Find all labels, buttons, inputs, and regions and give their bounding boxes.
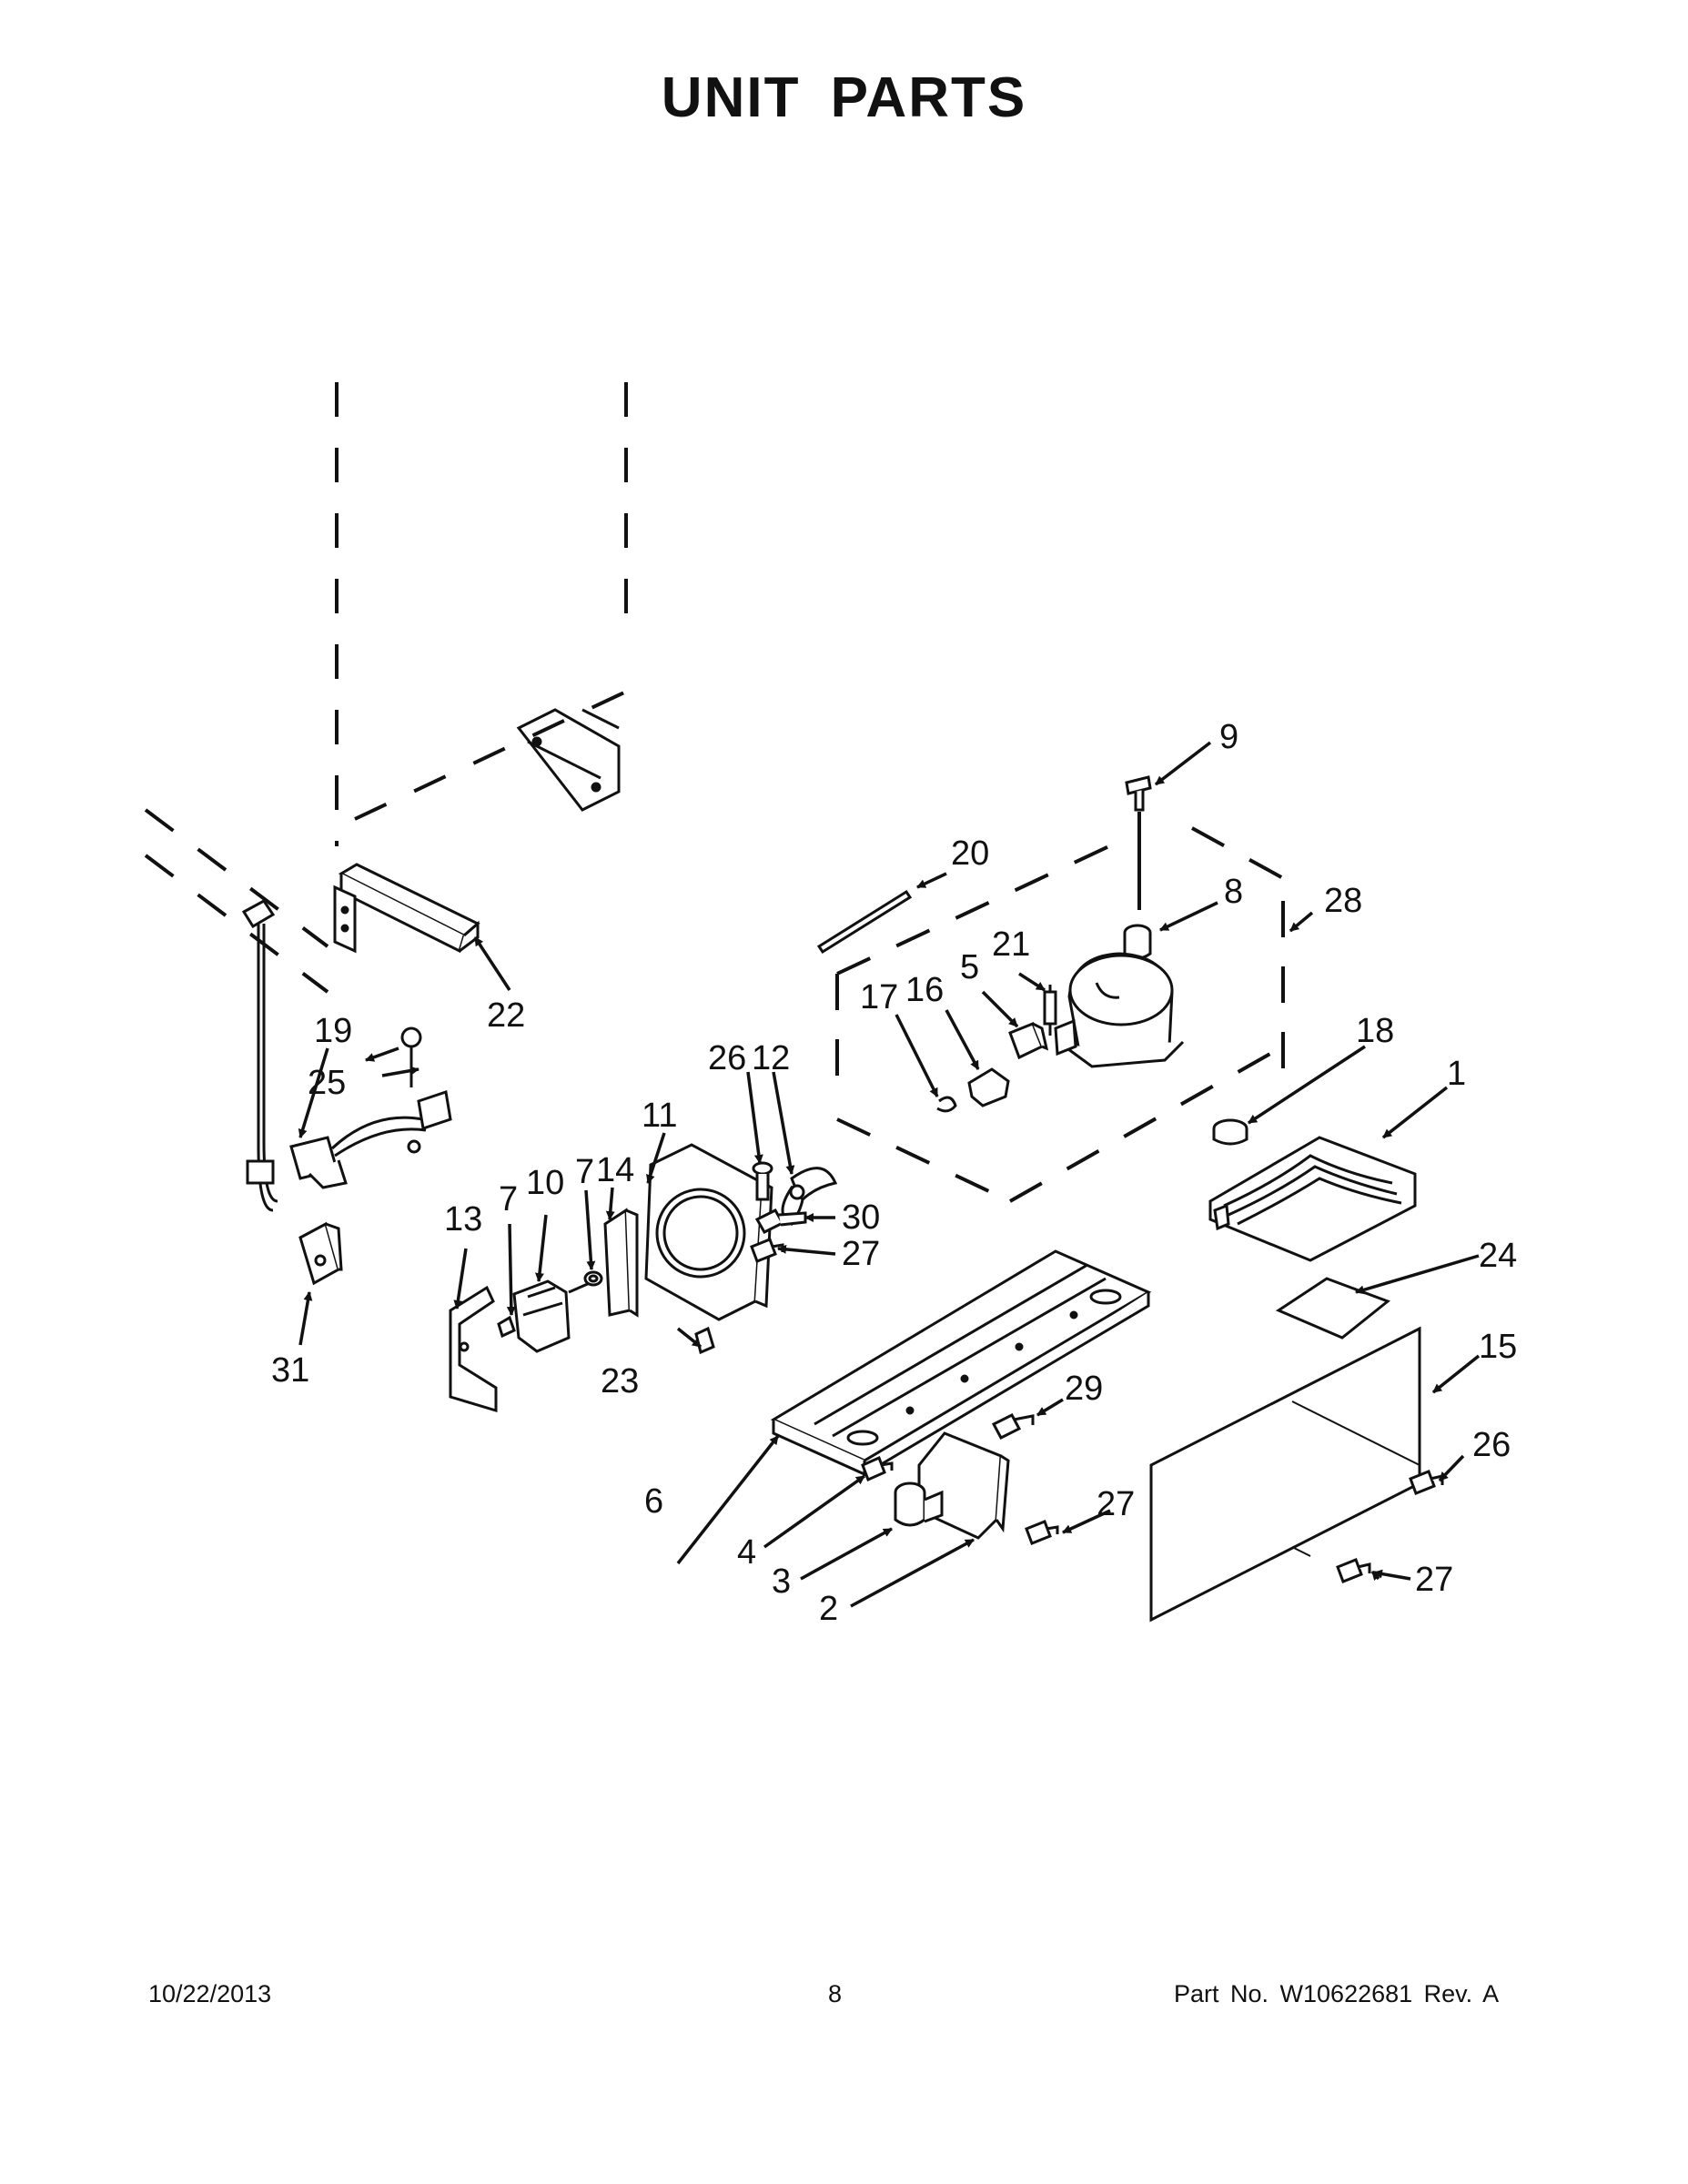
leader-arrows bbox=[298, 741, 1481, 1608]
callout-27a: 27 bbox=[842, 1235, 880, 1273]
callout-19: 19 bbox=[314, 1012, 352, 1050]
callout-16: 16 bbox=[905, 971, 944, 1009]
callout-7a: 7 bbox=[499, 1180, 518, 1218]
callout-3: 3 bbox=[772, 1562, 791, 1601]
callout-30: 30 bbox=[842, 1198, 880, 1237]
overload-part-16 bbox=[967, 1067, 1010, 1107]
callout-13: 13 bbox=[444, 1200, 482, 1239]
callout-5: 5 bbox=[960, 948, 979, 986]
rail-part-22 bbox=[333, 863, 480, 954]
callout-2: 2 bbox=[819, 1590, 838, 1628]
bracket-part-31 bbox=[298, 1221, 343, 1286]
panel-part-15 bbox=[1149, 1326, 1421, 1623]
bracket-part-2 bbox=[917, 1431, 1010, 1540]
footer-part-number: Part No. W10622681 Rev. A bbox=[1174, 1980, 1500, 2007]
compressor bbox=[1054, 952, 1185, 1068]
screw-part-29 bbox=[991, 1413, 1035, 1440]
callout-26b: 26 bbox=[1472, 1426, 1511, 1464]
callout-4: 4 bbox=[737, 1533, 756, 1572]
clip-part-17 bbox=[936, 1096, 957, 1113]
callout-27b: 27 bbox=[1097, 1485, 1135, 1523]
compressor-area-outline bbox=[835, 826, 1285, 1203]
base-part-6 bbox=[770, 1249, 1152, 1477]
relay-part-5 bbox=[1008, 1022, 1049, 1060]
page-title: UNIT PARTS bbox=[661, 66, 1027, 129]
callout-29: 29 bbox=[1065, 1370, 1103, 1408]
callout-7b: 7 bbox=[575, 1153, 594, 1191]
grommet-part-18 bbox=[1212, 1118, 1248, 1146]
callout-9: 9 bbox=[1219, 718, 1238, 756]
bracket-part-14 bbox=[603, 1208, 639, 1318]
power-cord-part-19 bbox=[241, 899, 278, 1212]
callout-8: 8 bbox=[1224, 873, 1243, 911]
callout-14: 14 bbox=[596, 1151, 634, 1189]
drain-pan-part-1 bbox=[1208, 1136, 1417, 1262]
callout-28: 28 bbox=[1324, 882, 1362, 920]
callout-11: 11 bbox=[642, 1097, 677, 1135]
callout-15: 15 bbox=[1479, 1328, 1517, 1366]
screw-part-27-bracket bbox=[1025, 1520, 1059, 1545]
screw-part-4 bbox=[861, 1455, 894, 1482]
bracket-part-13 bbox=[449, 1285, 498, 1413]
screw-part-26-fan bbox=[752, 1161, 773, 1201]
tube-part-20 bbox=[816, 889, 913, 955]
callout-10: 10 bbox=[526, 1164, 564, 1202]
capacitor-part-3 bbox=[894, 1481, 944, 1527]
clip-part-23 bbox=[694, 1326, 715, 1355]
callout-18: 18 bbox=[1356, 1012, 1394, 1050]
callout-17: 17 bbox=[860, 978, 898, 1016]
callout-31: 31 bbox=[271, 1351, 309, 1390]
callout-21: 21 bbox=[992, 925, 1030, 964]
bolt-part-9 bbox=[1125, 775, 1152, 910]
callout-12: 12 bbox=[752, 1039, 790, 1077]
cabinet-corner-bracket bbox=[516, 708, 621, 812]
callout-26a: 26 bbox=[708, 1039, 746, 1077]
footer-page-number: 8 bbox=[828, 1980, 843, 2007]
callout-27c: 27 bbox=[1415, 1561, 1453, 1599]
footer-date: 10/22/2013 bbox=[148, 1980, 272, 2007]
grommet-part-7 bbox=[583, 1270, 603, 1287]
filter-dryer-part-21 bbox=[1043, 985, 1057, 1036]
callout-24: 24 bbox=[1479, 1237, 1517, 1275]
callout-22: 22 bbox=[487, 996, 525, 1035]
screw-part-27-panel bbox=[1336, 1558, 1371, 1583]
callout-1: 1 bbox=[1447, 1055, 1466, 1093]
callout-20: 20 bbox=[951, 834, 989, 873]
callout-23: 23 bbox=[601, 1362, 639, 1400]
motor-part-10 bbox=[497, 1279, 591, 1353]
callout-6: 6 bbox=[644, 1482, 663, 1521]
cabinet-outline bbox=[144, 382, 628, 994]
wire-harness-part-25 bbox=[289, 1026, 452, 1189]
callout-25: 25 bbox=[308, 1064, 346, 1102]
